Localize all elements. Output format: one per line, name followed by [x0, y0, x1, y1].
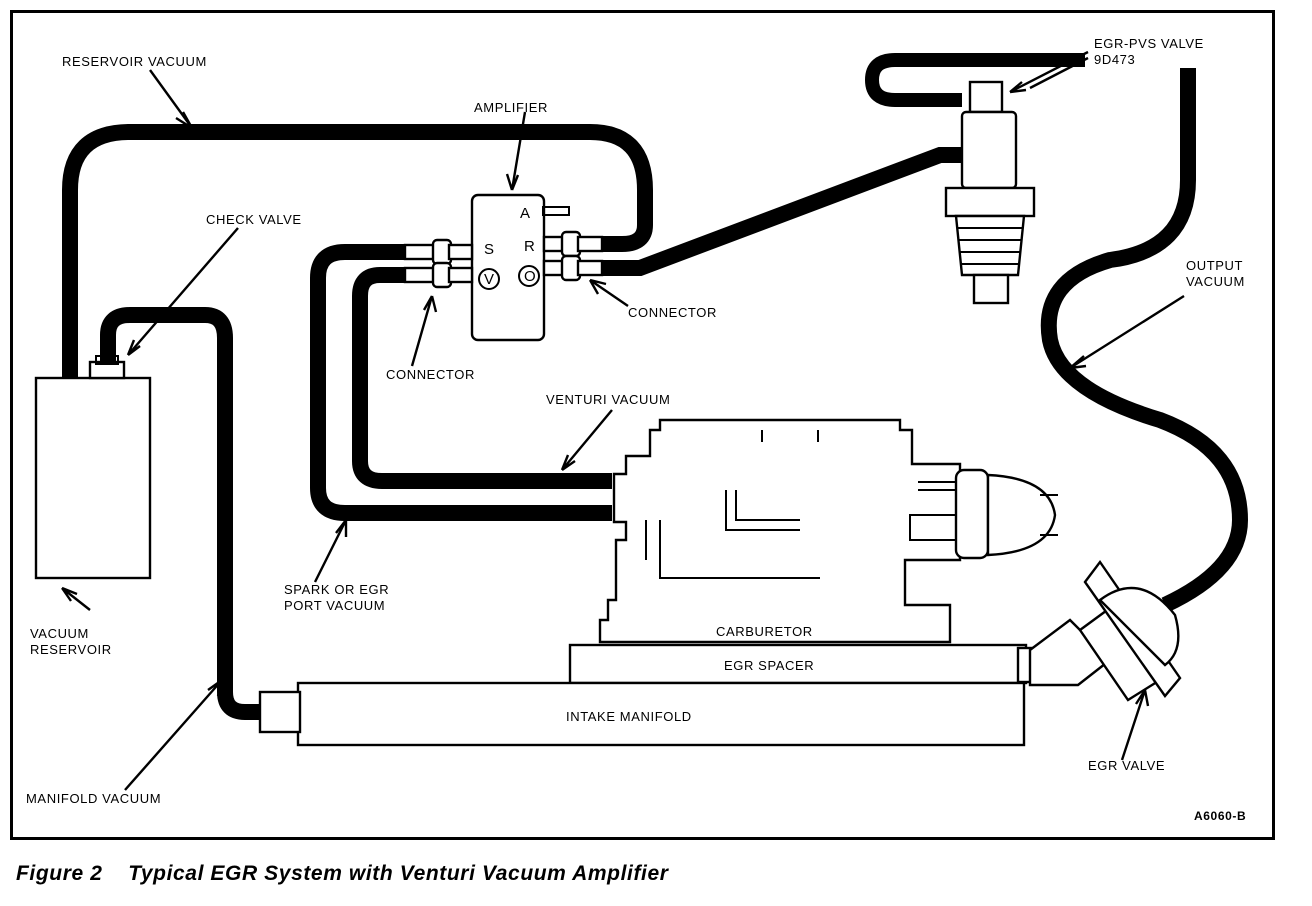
spark-port-vacuum-hose: [310, 244, 612, 521]
label-port-vacuum: PORT VACUUM: [284, 598, 385, 613]
label-output: OUTPUT: [1186, 258, 1243, 273]
label-egr-pvs-part-number: 9D473: [1094, 52, 1135, 67]
label-egr-valve: EGR VALVE: [1088, 758, 1165, 773]
label-connector-left: CONNECTOR: [386, 367, 475, 382]
manifold-vacuum-hose: [100, 307, 262, 720]
left-connectors: [403, 238, 474, 289]
label-intake-manifold: INTAKE MANIFOLD: [566, 709, 692, 724]
label-reservoir-vacuum: RESERVOIR VACUUM: [62, 54, 207, 69]
label-check-valve: CHECK VALVE: [206, 212, 302, 227]
pvs-top-hose: [864, 53, 1085, 107]
venturi-vacuum-hose: [352, 267, 612, 489]
intake-manifold: [258, 681, 1026, 747]
labels: RESERVOIR VACUUM AMPLIFIER EGR-PVS VALVE…: [26, 36, 1246, 823]
pin-a-label: A: [520, 205, 531, 222]
leader-arrows: [61, 50, 1185, 791]
carburetor: [598, 418, 1058, 644]
label-figure-code: A6060-B: [1194, 809, 1246, 823]
vacuum-reservoir: [34, 355, 152, 580]
label-amplifier: AMPLIFIER: [474, 100, 548, 115]
output-vacuum-hose: [1040, 68, 1249, 613]
label-reservoir: RESERVOIR: [30, 642, 112, 657]
egr-manifold-pipe: [1028, 618, 1112, 687]
egr-spacer: [568, 643, 1034, 685]
label-vacuum: VACUUM: [30, 626, 89, 641]
label-spark-or-egr: SPARK OR EGR: [284, 582, 389, 597]
label-output-vacuum: VACUUM: [1186, 274, 1245, 289]
amplifier-to-pvs-hose: [598, 147, 962, 276]
label-connector-right: CONNECTOR: [628, 305, 717, 320]
pin-r-label: R: [524, 238, 535, 255]
egr-valve: [1078, 559, 1182, 702]
pin-s-label: S: [484, 241, 495, 258]
pin-v-label: V: [484, 271, 495, 288]
pin-o-label: O: [524, 268, 536, 285]
label-egr-spacer: EGR SPACER: [724, 658, 814, 673]
reservoir-vacuum-hose: [62, 124, 653, 378]
egr-pvs-valve: [944, 80, 1036, 305]
figure-caption: Figure 2 Typical EGR System with Venturi…: [16, 862, 669, 885]
label-manifold-vacuum: MANIFOLD VACUUM: [26, 791, 161, 806]
right-connectors: [542, 230, 604, 282]
diagram-frame: [10, 10, 1275, 840]
label-carburetor: CARBURETOR: [716, 624, 813, 639]
label-egr-pvs-valve: EGR-PVS VALVE: [1094, 36, 1204, 51]
pin-circles: [478, 265, 540, 290]
vacuum-hoses: [62, 53, 1249, 720]
label-venturi-vacuum: VENTURI VACUUM: [546, 392, 670, 407]
